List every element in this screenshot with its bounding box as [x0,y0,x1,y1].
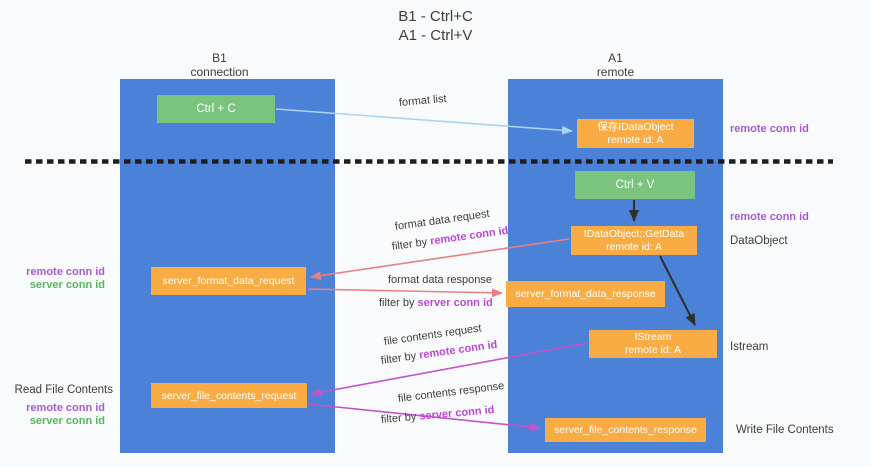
server-file-contents-request-box: server_file_contents_request [151,383,307,408]
lifeline-a1-role: remote [596,65,635,79]
lifeline-b1-name: B1 [212,51,227,65]
istream-box: IStream remote id: A [589,330,717,358]
filter-key: remote conn id [418,338,499,362]
lifeline-b1-role: connection [190,65,249,79]
remote-conn-id-label: remote conn id [730,123,809,135]
lifeline-header-a1: A1 remote [508,51,723,79]
server-format-data-request-box: server_format_data_request [151,267,306,295]
istream-annotation-label: Istream [730,341,769,353]
ctrl-v-box: Ctrl + V [575,171,695,199]
getdata-line1: IDataObject::GetData [583,227,685,240]
save-idataobject-box: 保存IDataObject remote id: A [577,119,694,148]
left-conn-id-group-top: remote conn id server conn id [8,266,105,292]
filter-key: server conn id [417,297,493,309]
getdata-line2: remote id: A [605,240,663,253]
filter-prefix: filter by [380,350,417,367]
server-conn-id-label: server conn id [29,279,105,291]
lifeline-header-b1: B1 connection [112,51,327,79]
server-file-contents-response-label: server_file_contents_response [553,424,697,436]
istream-line2: remote id: A [624,344,682,356]
write-file-contents-label: Write File Contents [736,424,834,436]
save-idataobject-line2: remote id: A [607,133,664,146]
ctrl-c-label: Ctrl + C [196,103,236,115]
filter-prefix: filter by [380,410,417,426]
filter-key: remote conn id [429,224,510,248]
diagram-title: B1 - Ctrl+C A1 - Ctrl+V [0,7,871,45]
ctrl-v-label: Ctrl + V [615,179,655,191]
server-format-data-response-box: server_format_data_response [506,281,665,307]
dataobject-label: DataObject [730,235,788,247]
remote-conn-id-label: remote conn id [26,266,105,278]
read-file-contents-label: Read File Contents [14,384,113,396]
server-file-contents-request-label: server_file_contents_request [161,389,297,402]
left-conn-id-group-bottom: remote conn id server conn id [8,402,105,428]
save-idataobject-line1: 保存IDataObject [597,120,674,133]
server-format-data-request-label: server_format_data_request [162,275,295,287]
title-line-2: A1 - Ctrl+V [398,27,473,44]
lifeline-a1-name: A1 [608,51,623,65]
getdata-box: IDataObject::GetData remote id: A [571,226,697,255]
remote-conn-id-label: remote conn id [26,402,105,414]
istream-line1: IStream [634,331,672,343]
file-response-filter-label: filter by server conn id [380,404,494,426]
file-response-label: file contents response [397,380,505,405]
filter-key: server conn id [418,404,495,423]
filter-prefix: filter by [379,297,415,309]
format-response-filter-label: filter by server conn id [379,297,493,309]
format-list-label: format list [398,92,448,109]
title-line-1: B1 - Ctrl+C [398,8,473,25]
remote-conn-id-label: remote conn id [730,211,809,223]
filter-prefix: filter by [391,236,428,253]
ctrl-c-box: Ctrl + C [157,95,275,123]
server-file-contents-response-box: server_file_contents_response [545,418,706,442]
format-response-arrow [307,288,503,298]
format-response-label: format data response [388,274,492,286]
server-conn-id-label: server conn id [29,415,105,427]
server-format-data-response-label: server_format_data_response [515,288,656,300]
